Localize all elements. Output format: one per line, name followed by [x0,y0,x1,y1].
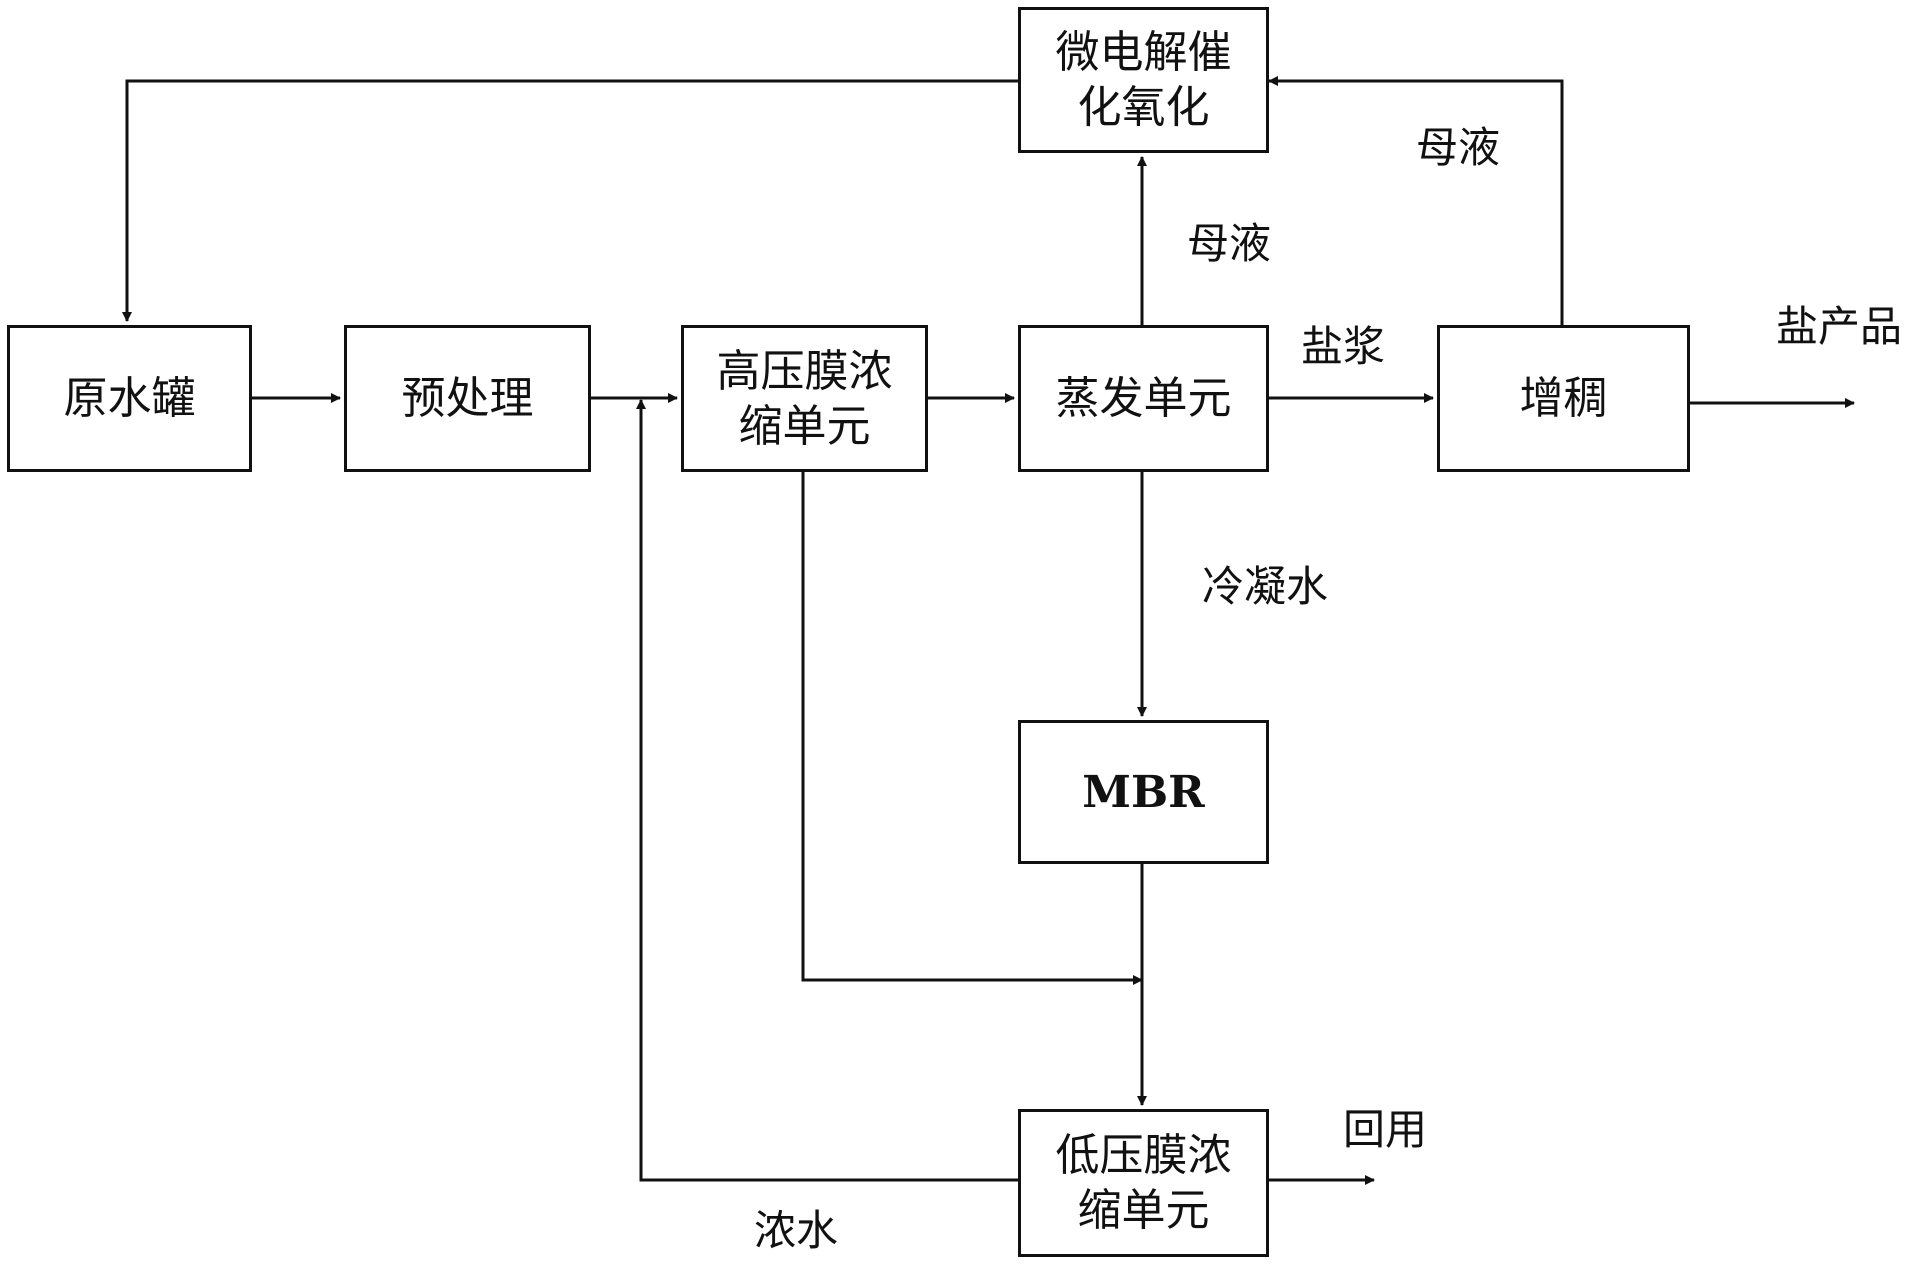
low-pressure-membrane-box: 低压膜浓缩单元 [1018,1109,1269,1257]
arrow-concentrate-recycle [636,399,1018,1182]
condensate-label: 冷凝水 [1202,562,1329,611]
box-label-line: 化氧化 [1077,82,1210,133]
arrow-micro-electrolysis-to-raw-tank [122,79,1018,322]
box-label-line: 蒸发单元 [1055,373,1232,424]
box-label-line: 高压膜浓 [716,345,893,397]
reuse-label: 回用 [1343,1105,1428,1154]
mother-liquor-label-right: 母液 [1416,123,1501,172]
box-label-line: 原水罐 [63,373,196,424]
box-label-line: 低压膜浓 [1055,1130,1232,1181]
evaporation-unit-box: 蒸发单元 [1018,325,1269,472]
high-pressure-membrane-box: 高压膜浓缩单元 [681,325,928,472]
raw-water-tank-box: 原水罐 [7,325,252,472]
box-label-line: 增稠 [1519,373,1608,424]
concentrate-label: 浓水 [754,1206,839,1255]
salt-product-label: 盐产品 [1776,302,1903,351]
mbr-box: MBR [1018,720,1269,864]
salt-slurry-label: 盐浆 [1301,322,1386,371]
mother-liquor-label-left: 母液 [1187,219,1272,268]
box-label-line: 预处理 [401,373,534,424]
box-label-line: MBR [1082,766,1205,818]
thickening-box: 增稠 [1437,325,1690,472]
box-label-line: 缩单元 [738,400,871,452]
pretreatment-box: 预处理 [344,325,591,472]
arrow-hp-membrane-to-junction [801,472,1143,985]
arrow-thickening-to-micro-electrolysis [1268,76,1564,325]
box-label-line: 微电解催 [1055,27,1232,78]
box-label-line: 缩单元 [1077,1185,1210,1236]
micro-electrolysis-oxidation-box: 微电解催化氧化 [1018,7,1269,153]
